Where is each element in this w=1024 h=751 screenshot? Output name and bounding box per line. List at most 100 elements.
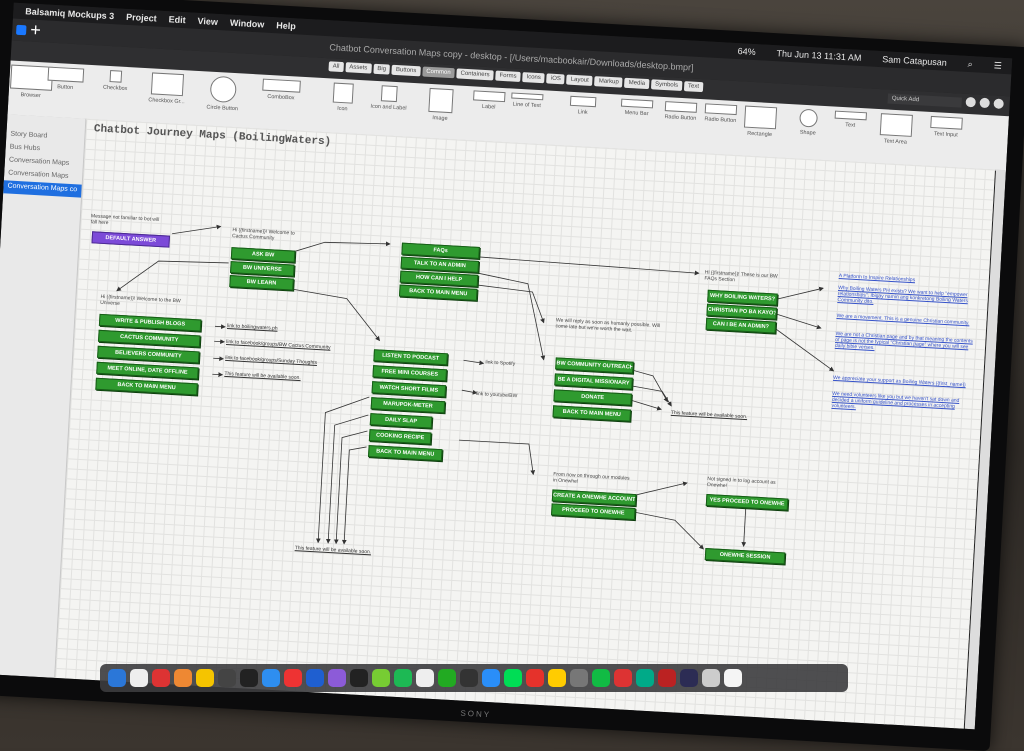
gallery-item[interactable]: Radio Button xyxy=(698,103,743,124)
gallery-item-label: Link xyxy=(577,109,588,116)
gallery-item[interactable]: Icon and Label xyxy=(366,84,411,112)
dock-app-icon[interactable] xyxy=(504,669,522,687)
library-tab[interactable]: Media xyxy=(624,77,650,90)
dock-app-icon[interactable] xyxy=(262,669,280,687)
dock xyxy=(100,664,848,692)
search-icon[interactable]: ⌕ xyxy=(967,58,974,69)
library-tab[interactable]: Icons xyxy=(522,72,546,84)
gallery-item[interactable]: Button xyxy=(43,66,88,91)
app-menu[interactable]: Balsamiq Mockups 3 xyxy=(25,6,115,22)
gallery-item[interactable]: Text Area xyxy=(873,113,919,146)
connector xyxy=(774,313,822,330)
dock-app-icon[interactable] xyxy=(240,669,258,687)
gallery-item[interactable]: Icon xyxy=(320,82,366,113)
connector xyxy=(315,396,370,544)
dock-app-icon[interactable] xyxy=(438,669,456,687)
battery-level[interactable]: 64% xyxy=(737,45,756,57)
gallery-item[interactable]: Line of Text xyxy=(505,92,550,109)
gallery-item[interactable]: Rectangle xyxy=(737,105,783,138)
mockup-canvas[interactable]: Chatbot Journey Maps (BoilingWaters) xyxy=(55,118,995,729)
dock-app-icon[interactable] xyxy=(152,669,170,687)
library-tab[interactable]: Layout xyxy=(566,74,594,86)
connector xyxy=(215,324,226,330)
connector xyxy=(333,430,368,545)
dock-app-icon[interactable] xyxy=(526,669,544,687)
menu-view[interactable]: View xyxy=(197,15,219,27)
library-tab[interactable]: Text xyxy=(683,81,704,93)
library-tab[interactable]: Symbols xyxy=(650,79,683,91)
dock-app-icon[interactable] xyxy=(108,669,126,687)
gallery-item-preview xyxy=(743,105,778,130)
info-icon[interactable] xyxy=(965,96,976,108)
dock-app-icon[interactable] xyxy=(328,669,346,687)
dock-app-icon[interactable] xyxy=(614,669,632,687)
gallery-item[interactable]: Link xyxy=(560,95,605,116)
dock-app-icon[interactable] xyxy=(394,669,412,687)
dock-app-icon[interactable] xyxy=(680,669,698,687)
connector xyxy=(741,506,747,547)
library-tab[interactable]: Markup xyxy=(594,76,624,88)
menu-window[interactable]: Window xyxy=(229,17,265,30)
library-tab[interactable]: Containers xyxy=(456,68,494,81)
connector xyxy=(213,356,225,361)
gallery-item-label: Menu Bar xyxy=(624,109,649,118)
gallery-item-label: Radio Button xyxy=(704,116,737,125)
dock-app-icon[interactable] xyxy=(284,669,302,687)
dock-app-icon[interactable] xyxy=(658,669,676,687)
gallery-item-preview xyxy=(428,87,454,114)
menu-project[interactable]: Project xyxy=(125,11,157,24)
dock-app-icon[interactable] xyxy=(636,669,654,687)
connector xyxy=(212,372,224,377)
user-name[interactable]: Sam Catapusan xyxy=(882,53,948,68)
library-tab[interactable]: Common xyxy=(422,66,455,79)
dock-app-icon[interactable] xyxy=(460,669,478,687)
dock-app-icon[interactable] xyxy=(372,669,390,687)
gallery-item-preview xyxy=(664,101,698,113)
dock-app-icon[interactable] xyxy=(702,669,720,687)
dock-app-icon[interactable] xyxy=(350,669,368,687)
dock-app-icon[interactable] xyxy=(482,669,500,687)
gallery-item[interactable]: Radio Button xyxy=(658,101,703,122)
gallery-item[interactable]: Circle Button xyxy=(200,75,246,112)
add-icon[interactable]: + xyxy=(29,19,42,41)
library-tab[interactable]: Buttons xyxy=(391,64,421,77)
dock-app-icon[interactable] xyxy=(724,669,742,687)
library-tab[interactable]: iOS xyxy=(546,73,566,85)
gallery-item-preview xyxy=(834,110,867,121)
gallery-item[interactable]: Text Input xyxy=(924,115,969,139)
library-tab[interactable]: All xyxy=(328,61,344,73)
dock-app-icon[interactable] xyxy=(548,669,566,687)
fullscreen-icon[interactable] xyxy=(979,97,990,109)
dock-app-icon[interactable] xyxy=(174,669,192,687)
gallery-item-label: Circle Button xyxy=(206,104,239,113)
dock-app-icon[interactable] xyxy=(130,669,148,687)
menu-help[interactable]: Help xyxy=(275,20,297,32)
library-tab[interactable]: Forms xyxy=(495,70,521,82)
dock-app-icon[interactable] xyxy=(592,669,610,687)
panel-icon[interactable] xyxy=(993,98,1004,109)
gallery-item[interactable]: Checkbox xyxy=(93,69,138,92)
gallery-item[interactable]: Image xyxy=(418,87,464,122)
gallery-item[interactable]: ComboBox xyxy=(259,78,304,101)
connector xyxy=(459,439,536,476)
gallery-item[interactable]: Text xyxy=(828,110,873,129)
dock-app-icon[interactable] xyxy=(306,669,324,687)
window-control-icon[interactable] xyxy=(15,24,27,36)
dock-app-icon[interactable] xyxy=(416,669,434,687)
gallery-item[interactable]: Menu Bar xyxy=(614,98,659,117)
flow-connectors xyxy=(116,224,835,550)
menu-edit[interactable]: Edit xyxy=(168,14,186,26)
dock-app-icon[interactable] xyxy=(196,669,214,687)
gallery-item-label: Checkbox Gr... xyxy=(148,97,185,106)
library-tab[interactable]: Big xyxy=(373,63,391,75)
dock-app-icon[interactable] xyxy=(570,669,588,687)
gallery-item-label: Text xyxy=(845,122,856,129)
dock-app-icon[interactable] xyxy=(218,669,236,687)
library-tab[interactable]: Assets xyxy=(345,62,372,74)
menu-list-icon[interactable]: ☰ xyxy=(993,59,1003,71)
gallery-item[interactable]: Checkbox Gr... xyxy=(144,72,190,105)
gallery-item-label: Image xyxy=(432,115,448,122)
quick-add-input[interactable]: Quick Add xyxy=(887,93,962,108)
gallery-item[interactable]: Shape xyxy=(786,108,831,137)
gallery-item-label: Line of Text xyxy=(512,101,542,110)
